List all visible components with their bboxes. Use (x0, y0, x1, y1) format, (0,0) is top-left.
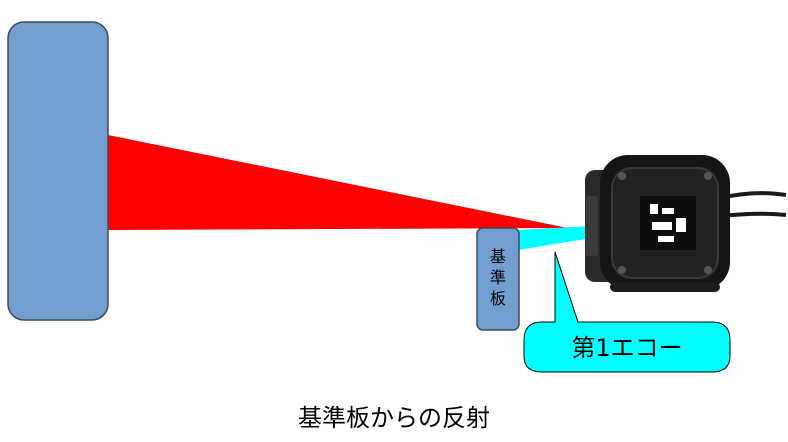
target-wall (7, 21, 109, 321)
reference-plate-label-char-3: 板 (490, 289, 506, 308)
echo-beam (518, 226, 592, 250)
ultrasonic-sensor-icon (585, 155, 787, 292)
reference-plate-label-char-1: 基 (490, 247, 506, 266)
echo-callout-bubble (523, 251, 731, 373)
echo-callout-label: 第1エコー (571, 334, 682, 362)
reference-plate-label-char-2: 準 (490, 268, 506, 287)
reference-plate (476, 227, 520, 331)
main-beam (108, 135, 568, 230)
diagram-caption: 基準板からの反射 (298, 404, 490, 432)
